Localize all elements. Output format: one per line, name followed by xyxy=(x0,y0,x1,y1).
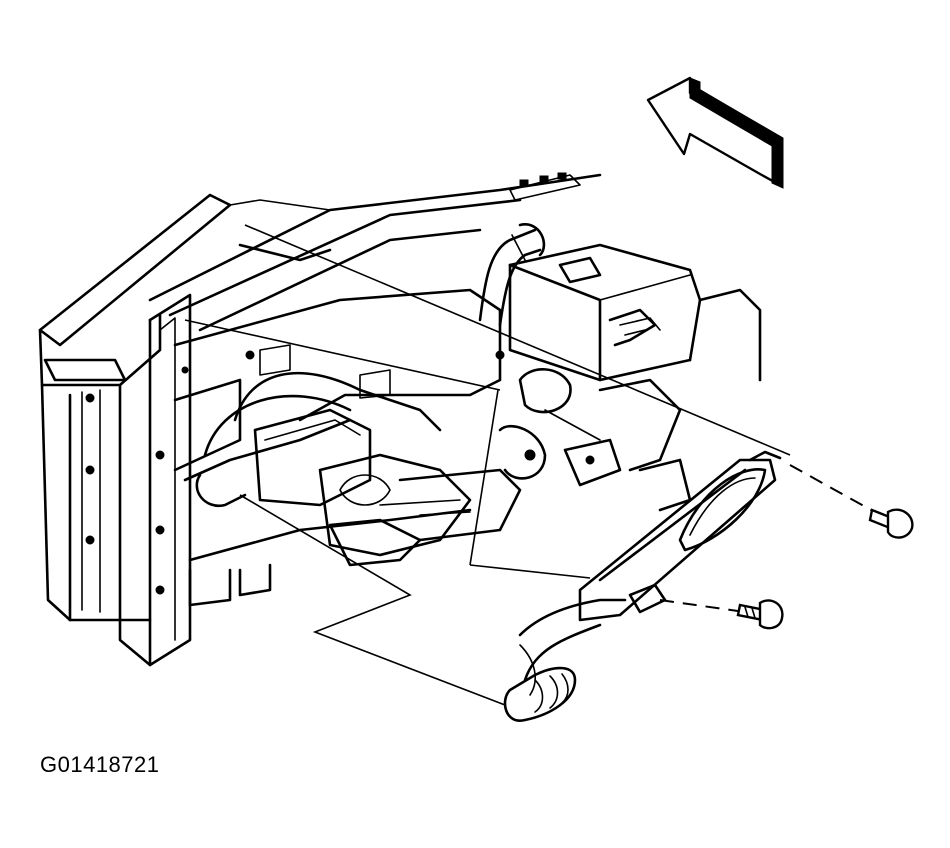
leader-lines xyxy=(184,224,791,706)
cowl-panel xyxy=(148,172,602,332)
bolt-icon xyxy=(736,599,784,630)
fender-pillar xyxy=(38,193,232,667)
battery xyxy=(508,243,762,382)
fastener-paths xyxy=(659,464,881,613)
engine-block xyxy=(173,288,505,607)
right-support xyxy=(498,368,692,512)
air-cleaner-intake xyxy=(503,450,782,722)
screw-icon xyxy=(868,508,914,539)
throttle-body xyxy=(318,453,522,567)
air-intake-duct xyxy=(195,371,442,508)
direction-arrow-icon xyxy=(646,76,784,189)
figure-id-code: G01418721 xyxy=(40,752,160,777)
